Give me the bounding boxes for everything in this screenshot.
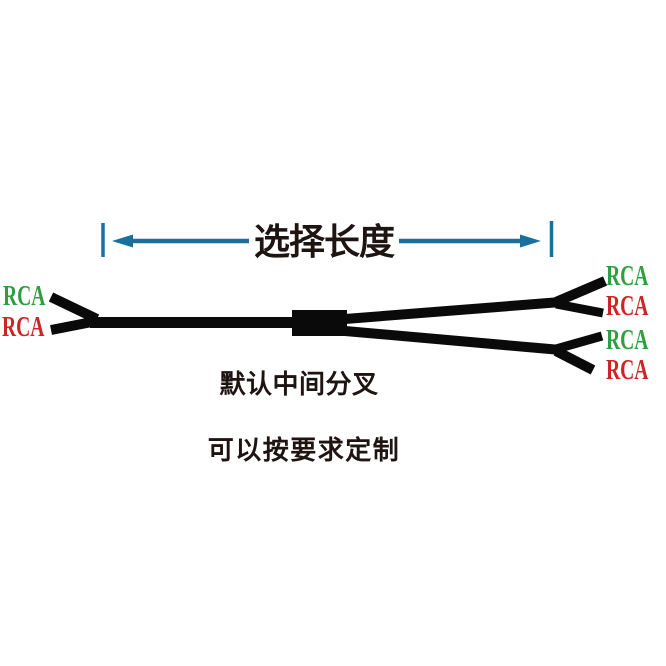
connector-label-right-1: RCA [606,261,649,292]
length-label: 选择长度 [248,213,400,265]
cable-branch-upper [344,297,562,324]
arrow-head-left-icon [112,234,133,248]
cable-upper-stub-top [554,276,607,307]
cable-junction-box [292,310,347,336]
cable-left-stub-top [48,292,100,324]
arrow-head-right-icon [520,234,541,248]
connector-label-right-3: RCA [606,325,649,356]
cable-drawing [48,276,607,375]
cable-lower-stub-top [554,331,604,354]
note-customizable: 可以按要求定制 [207,435,401,465]
cable-branch-lower [344,326,562,355]
connector-label-right-4: RCA [606,355,649,386]
connector-label-left-top: RCA [3,281,46,312]
cable-lower-stub-bottom [553,346,596,375]
cable-left-stub-bottom [50,316,98,335]
connector-label-right-2: RCA [606,291,649,322]
connector-label-left-bottom: RCA [2,312,45,343]
note-default-middle-split: 默认中间分叉 [219,369,379,399]
cable-upper-stub-bottom [555,299,604,318]
